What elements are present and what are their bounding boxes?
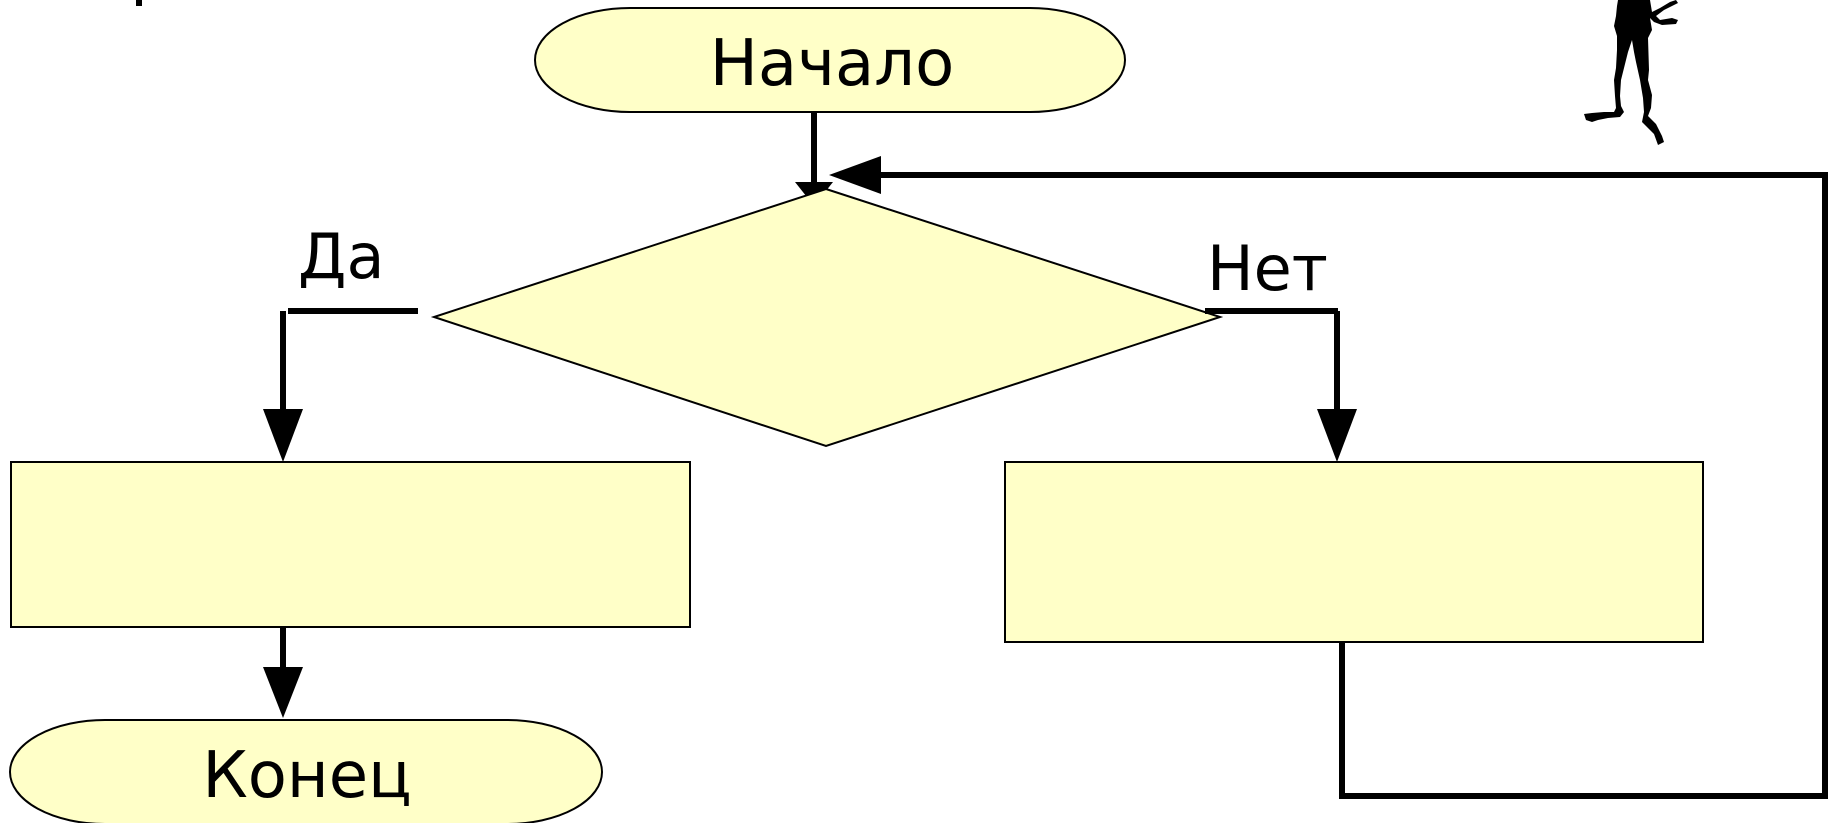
start-label: Начало xyxy=(710,27,954,101)
yes-process-box xyxy=(10,461,691,628)
no-label: Нет xyxy=(1207,232,1328,305)
no-branch-arrow xyxy=(1317,409,1357,462)
process-to-end-arrow xyxy=(263,667,303,718)
end-terminal: Конец xyxy=(9,719,603,823)
silhouette-figure-icon xyxy=(1584,0,1678,145)
no-process-box xyxy=(1004,461,1704,643)
yes-label: Да xyxy=(298,220,384,293)
yes-branch-arrow xyxy=(263,409,303,462)
edge-mark xyxy=(136,0,142,6)
end-label: Конец xyxy=(202,739,411,813)
start-terminal: Начало xyxy=(534,7,1126,113)
decision-diamond xyxy=(430,187,1224,448)
loop-return-arrow xyxy=(829,156,881,194)
